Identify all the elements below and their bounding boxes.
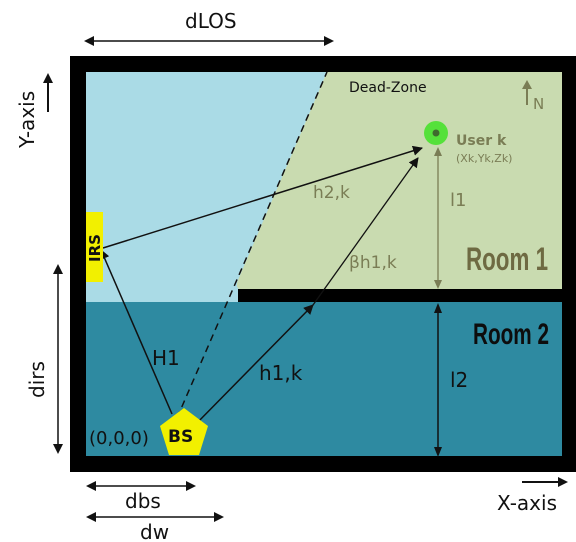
north-arrowhead-icon	[522, 80, 532, 89]
room2-label: Room 2	[473, 318, 549, 351]
los-boundary-dashed	[176, 71, 328, 419]
room1-label: Room 1	[466, 241, 548, 277]
H1-label: H1	[152, 346, 180, 370]
inner-wall	[238, 289, 570, 302]
arrow-h1k	[191, 304, 314, 429]
user-coords-label: (Xk,Yk,Zk)	[456, 152, 512, 165]
y-axis-label: Y-axis	[15, 91, 39, 149]
y-axis-arrowhead-icon	[43, 73, 53, 83]
dbs-label: dbs	[125, 489, 161, 513]
arrow-beta-h1k	[312, 157, 419, 306]
beta-h1k-label: βh1,k	[349, 253, 397, 273]
x-axis-label: X-axis	[497, 491, 557, 515]
h1k-label: h1,k	[259, 361, 303, 385]
irs-panel	[86, 212, 103, 282]
dlos-label: dLOS	[185, 9, 237, 33]
dead-zone-area	[236, 72, 562, 290]
user-label: User k	[456, 133, 507, 149]
h2k-label: h2,k	[313, 183, 350, 203]
dw-label: dw	[140, 520, 169, 542]
x-axis-arrowhead-icon	[558, 477, 568, 487]
north-label: N	[533, 95, 544, 113]
outer-wall	[70, 56, 576, 472]
l1-label: l1	[450, 190, 466, 211]
l2-label: l2	[450, 368, 468, 392]
arrow-h2k	[102, 145, 423, 249]
user-center-dot	[432, 129, 440, 137]
bs-label: BS	[168, 427, 193, 447]
bs-pentagon-icon	[160, 408, 208, 455]
irs-label: IRS	[86, 234, 104, 262]
arrow-H1	[99, 249, 173, 415]
dirs-label: dirs	[25, 361, 49, 398]
origin-label: (0,0,0)	[89, 428, 149, 449]
dead-zone-label: Dead-Zone	[349, 80, 427, 96]
